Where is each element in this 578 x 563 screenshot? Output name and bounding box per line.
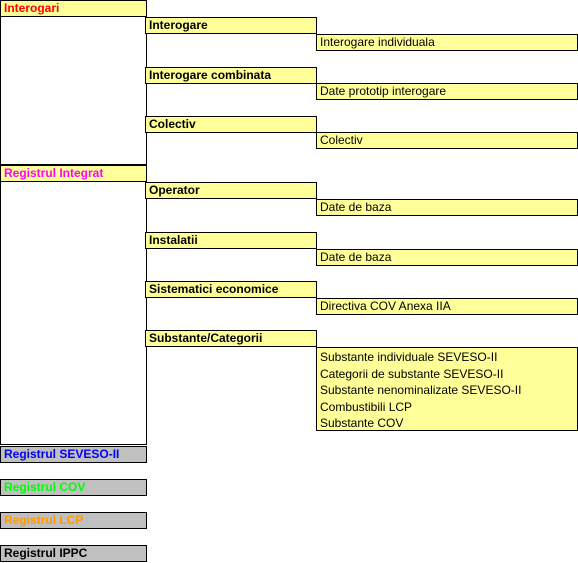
menu-item-interogare-individuala[interactable]: Interogare individuala <box>316 34 578 51</box>
menu-registrul-lcp[interactable]: Registrul LCP <box>0 512 147 529</box>
submenu-instalatii[interactable]: Instalatii <box>145 232 317 249</box>
menu-interogari[interactable]: Interogari <box>0 0 147 17</box>
menu-registrul-cov[interactable]: Registrul COV <box>0 479 147 496</box>
menu-item-instalatii-date-de-baza[interactable]: Date de baza <box>316 249 578 266</box>
menu-item-colectiv[interactable]: Colectiv <box>316 132 578 149</box>
menu-registrul-integrat[interactable]: Registrul Integrat <box>0 165 147 182</box>
menu-item-substante-nenominalizate[interactable]: Substante nenominalizate SEVESO-II <box>320 383 522 397</box>
interogari-panel <box>0 15 147 165</box>
submenu-colectiv[interactable]: Colectiv <box>145 116 317 133</box>
registrul-integrat-panel <box>0 180 147 445</box>
submenu-operator[interactable]: Operator <box>145 182 317 199</box>
menu-item-substante-cov[interactable]: Substante COV <box>320 416 404 430</box>
menu-item-operator-date-de-baza[interactable]: Date de baza <box>316 199 578 216</box>
submenu-substante-categorii[interactable]: Substante/Categorii <box>145 330 317 347</box>
menu-item-directiva-cov-anexa[interactable]: Directiva COV Anexa IIA <box>316 298 578 315</box>
submenu-interogare[interactable]: Interogare <box>145 17 317 34</box>
menu-registrul-ippc[interactable]: Registrul IPPC <box>0 545 147 562</box>
menu-item-date-prototip-interogare[interactable]: Date prototip interogare <box>316 83 578 100</box>
menu-item-categorii-de-substante[interactable]: Categorii de substante SEVESO-II <box>320 366 504 381</box>
menu-registrul-seveso[interactable]: Registrul SEVESO-II <box>0 446 147 463</box>
substante-list: Substante individuale SEVESO-II Categori… <box>316 347 578 431</box>
submenu-interogare-combinata[interactable]: Interogare combinata <box>145 67 317 84</box>
menu-item-substante-individuale[interactable]: Substante individuale SEVESO-II <box>320 350 498 364</box>
menu-item-combustibili-lcp[interactable]: Combustibili LCP <box>320 399 413 414</box>
submenu-sistematici-economice[interactable]: Sistematici economice <box>145 281 317 298</box>
